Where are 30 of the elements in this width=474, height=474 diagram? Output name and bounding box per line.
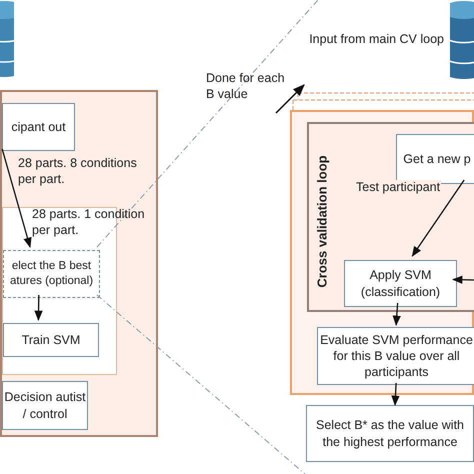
process-panel: [0, 90, 158, 437]
count-note: 28 parts. 1 condition per part.: [32, 206, 146, 238]
step-text: cipant out: [10, 118, 67, 136]
process-box: [344, 260, 457, 307]
optional-step-box: [3, 250, 100, 298]
step-text: elect the B best atures (optional): [8, 259, 94, 289]
arrow: [412, 180, 465, 257]
step-text: Select B* as the value with the highest performance: [315, 417, 465, 450]
step-text: Apply SVM (classification): [360, 267, 442, 300]
arrow: [452, 276, 474, 284]
step-text: Evaluate SVM performance for this B value over all participants: [319, 332, 474, 380]
process-box: [2, 103, 75, 151]
loop-title: Cross validation loop: [314, 154, 330, 290]
process-box: [2, 381, 88, 430]
process-box: [306, 405, 474, 462]
loop-panel: [290, 110, 474, 395]
process-box: [3, 323, 99, 357]
arrow: [392, 302, 401, 326]
process-box: [396, 134, 474, 184]
step-text: Train SVM: [20, 332, 82, 348]
step-text: Decision autist / control: [3, 389, 87, 422]
loop-note: Done for each B value: [206, 70, 286, 102]
arrow: [2, 148, 32, 248]
step-text: Get a new p: [402, 150, 472, 168]
input-note: Input from main CV loop: [309, 32, 444, 46]
arrow: [34, 294, 43, 322]
count-note: 28 parts. 8 conditions per part.: [18, 155, 138, 188]
arrow: [391, 382, 400, 406]
loop-panel: [307, 122, 474, 312]
edge-label: Test participant: [355, 180, 442, 194]
